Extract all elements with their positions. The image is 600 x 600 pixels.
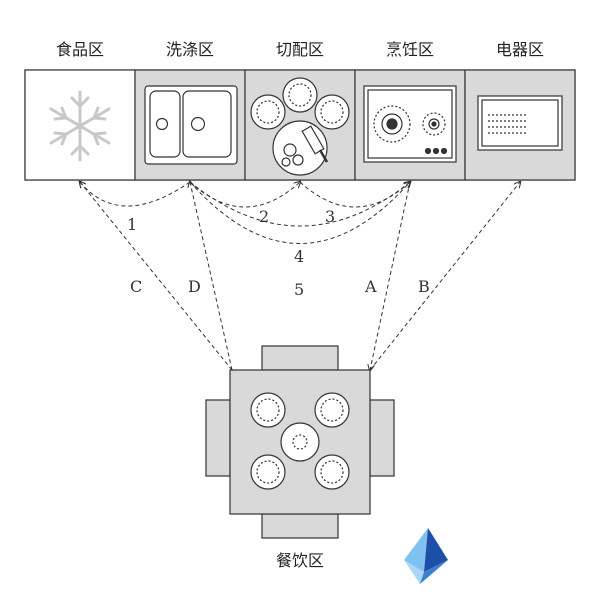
prep-zone <box>244 69 356 181</box>
flow-lines <box>80 182 520 370</box>
flow-line-A <box>370 181 411 370</box>
snowflake-icon <box>49 90 111 162</box>
zone-title-food: 食品区 <box>56 40 104 59</box>
cutting-board-icon <box>272 120 329 176</box>
cook-zone <box>354 69 466 181</box>
food-zone <box>24 69 136 181</box>
zone-title-cook: 烹饪区 <box>386 40 434 59</box>
flow-label-4: 4 <box>294 247 304 266</box>
flow-line-C <box>80 182 233 371</box>
dining-table <box>205 345 395 539</box>
appliance-zone <box>464 69 576 181</box>
chair-top <box>261 345 339 371</box>
wash-zone <box>134 69 246 181</box>
flow-line-D <box>190 182 233 371</box>
zone-title-appliance: 电器区 <box>496 40 544 59</box>
chair-left <box>205 399 231 477</box>
flow-label-5: 5 <box>294 280 304 299</box>
flow-label-1: 1 <box>127 215 137 234</box>
flow-label-D: D <box>188 277 201 296</box>
microwave-icon <box>477 95 563 151</box>
flow-label-3: 3 <box>325 207 335 226</box>
chair-right <box>369 399 395 477</box>
flow-line-5 <box>189 182 410 244</box>
zone-title-wash: 洗涤区 <box>166 40 214 59</box>
watermark-logo-icon <box>404 528 448 584</box>
double-sink-icon <box>144 85 238 165</box>
stove-icon <box>363 85 457 163</box>
zone-title-prep: 切配区 <box>276 40 324 59</box>
flow-line-4 <box>189 182 410 227</box>
plates-icon <box>250 77 350 130</box>
flow-label-C: C <box>130 277 142 296</box>
zone-title-dining: 餐饮区 <box>276 551 324 570</box>
flow-line-3 <box>299 182 410 208</box>
flow-line-B <box>369 182 520 371</box>
flow-line-1 <box>80 182 191 207</box>
flow-label-2: 2 <box>259 207 269 226</box>
flow-label-A: A <box>364 277 377 296</box>
table-plates-icon <box>250 392 350 490</box>
chair-bottom <box>261 513 339 539</box>
flow-label-B: B <box>418 277 430 296</box>
